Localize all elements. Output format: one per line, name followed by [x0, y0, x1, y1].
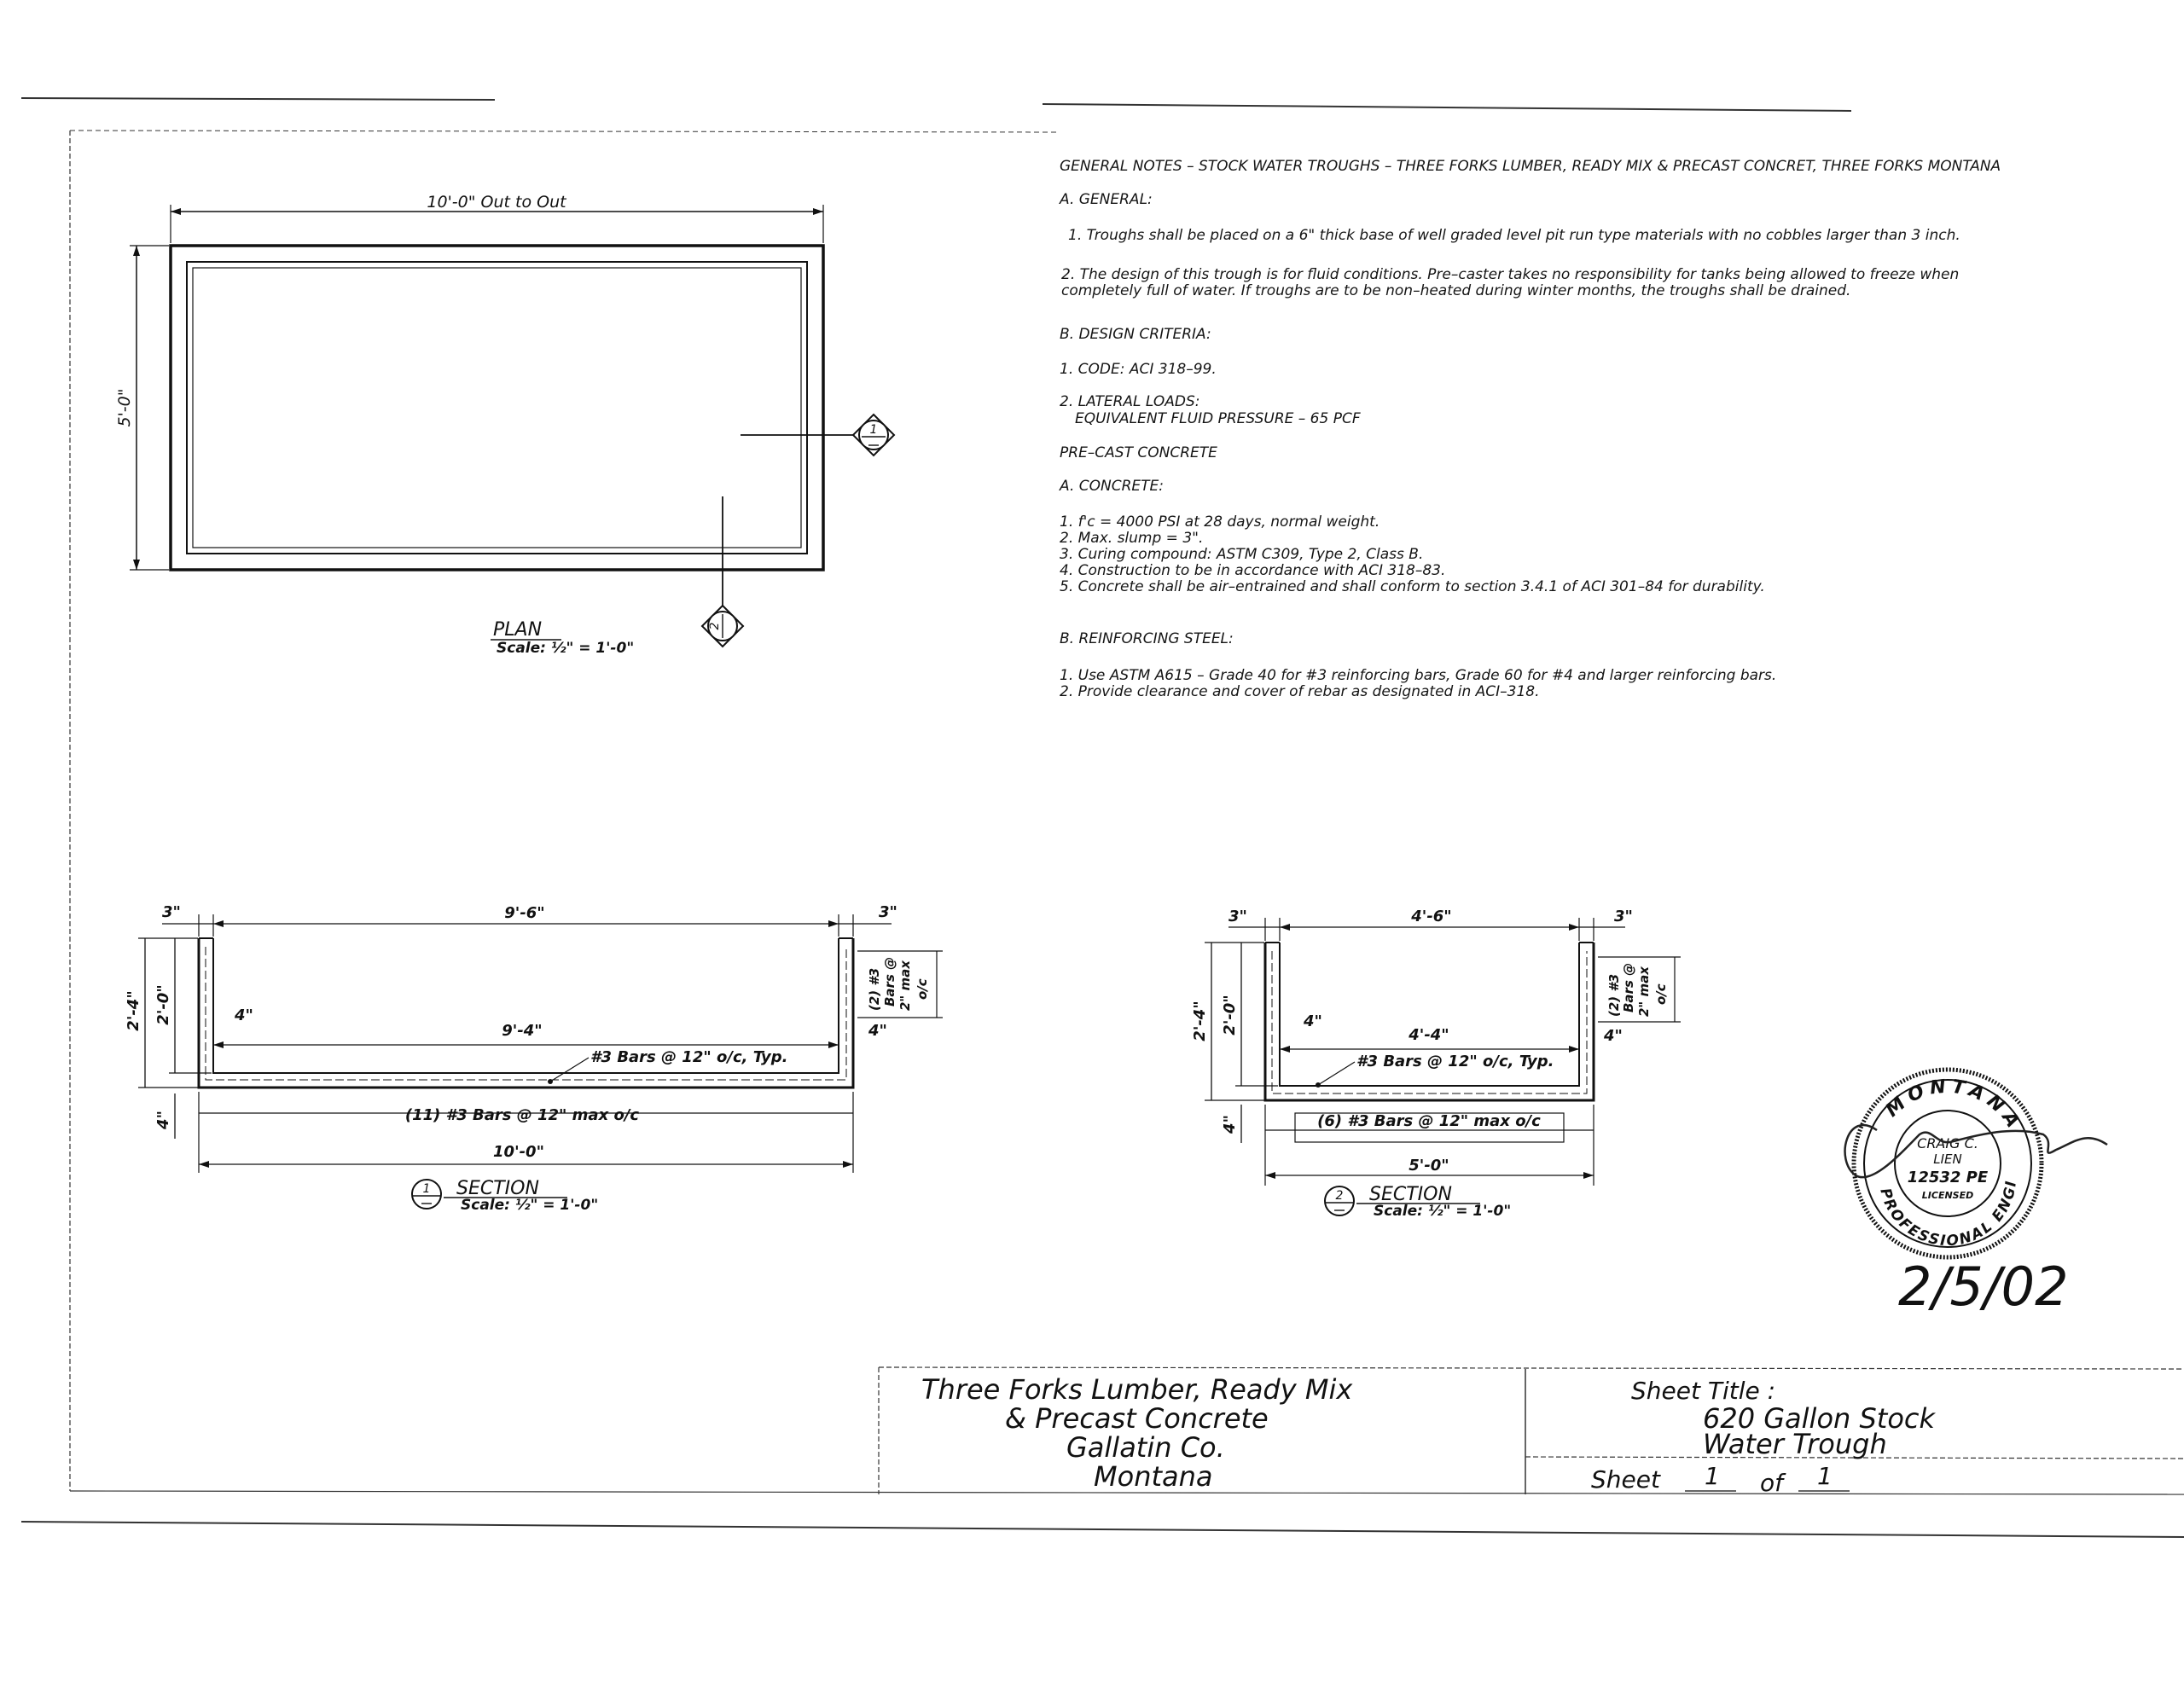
section-1-base-dim: 4" [154, 1111, 172, 1130]
notes-design-1: 1. CODE: ACI 318–99. [1060, 361, 1217, 378]
section-1-right-thick-dim: 4" [868, 1022, 887, 1040]
section-1-trough-outline [197, 938, 855, 1089]
notes-concrete-1: 1. f'c = 4000 PSI at 28 days, normal wei… [1060, 513, 1380, 531]
seal-number: 12532 PE [1908, 1169, 1989, 1186]
section-2-view [1205, 918, 1681, 1186]
signature-date: 2/5/02 [1898, 1256, 2069, 1318]
section-1-bars-typ: #3 Bars @ 12" o/c, Typ. [590, 1048, 787, 1066]
company-line-1: Three Forks Lumber, Ready Mix [921, 1373, 1353, 1406]
notes-design-2b: EQUIVALENT FLUID PRESSURE – 65 PCF [1075, 410, 1361, 427]
seal-name-2: LIEN [1933, 1151, 1961, 1167]
notes-concrete-2: 2. Max. slump = 3". [1060, 530, 1204, 547]
notes-steel-1: 1. Use ASTM A615 – Grade 40 for #3 reinf… [1060, 667, 1777, 684]
notes-precast: PRE–CAST CONCRETE [1060, 444, 1217, 461]
notes-design-2a: 2. LATERAL LOADS: [1060, 393, 1200, 410]
notes-general-2b: completely full of water. If troughs are… [1061, 282, 1851, 299]
section-1-marker-label: 1 [423, 1182, 431, 1196]
plan-title: PLAN [493, 619, 542, 641]
section-2-bottom-bars: (6) #3 Bars @ 12" max o/c [1317, 1112, 1541, 1130]
section-2-scale: Scale: ½" = 1'-0" [1374, 1203, 1511, 1220]
sheet-label: Sheet [1591, 1465, 1660, 1494]
section-2-left-thick-dim: 4" [1303, 1012, 1322, 1030]
section-1-left-wall-dim: 3" [162, 903, 181, 921]
notes-general-1: 1. Troughs shall be placed on a 6" thick… [1068, 227, 1960, 244]
section-2-marker-label: 2 [1336, 1189, 1344, 1203]
notes-a-general: A. GENERAL: [1060, 191, 1153, 208]
sheet-title-line-1: 620 Gallon Stock [1703, 1402, 1936, 1435]
plan-inner-wall [186, 261, 808, 554]
section-2-right-bars-4: o/c [1653, 983, 1669, 1005]
section-2-base-dim: 4" [1221, 1115, 1239, 1134]
section-1-overall-width-dim: 10'-0" [493, 1143, 544, 1161]
section-2-inner-height-dim: 2'-0" [1221, 995, 1239, 1035]
sheet-number: 1 [1705, 1462, 1720, 1490]
section-2-inner-top-dim: 4'-6" [1410, 908, 1451, 925]
section-2-right-bars-1: (2) #3 [1606, 974, 1622, 1017]
section-1-inner-height-dim: 2'-0" [154, 984, 172, 1024]
seal-bottom-text: PROFESSIONAL ENGINEER [0, 0, 2018, 1250]
section-2-overall-width-dim: 5'-0" [1409, 1157, 1449, 1175]
section-2-bars-typ: #3 Bars @ 12" o/c, Typ. [1356, 1053, 1554, 1070]
plan-inner-lip [192, 267, 802, 548]
section-callout-2-icon[interactable]: 2 [700, 604, 745, 648]
notes-concrete-5: 5. Concrete shall be air–entrained and s… [1060, 578, 1765, 595]
plan-view: 10'-0" Out to Out 5'-0" 1 2 PLAN Scale: … [115, 193, 896, 657]
section-2-trough-outline [1263, 943, 1595, 1102]
plan-width-dim: 10'-0" Out to Out [427, 193, 567, 212]
sheet-title-line-2: Water Trough [1703, 1428, 1887, 1460]
company-line-3: Gallatin Co. [1066, 1431, 1225, 1464]
notes-b-steel: B. REINFORCING STEEL: [1060, 630, 1234, 647]
section-2-inner-bottom-dim: 4'-4" [1408, 1026, 1449, 1044]
company-line-4: Montana [1094, 1460, 1213, 1493]
section-1-scale: Scale: ½" = 1'-0" [461, 1197, 598, 1214]
section-1-bottom-bars: (11) #3 Bars @ 12" max o/c [405, 1106, 639, 1124]
sheet-border [20, 97, 2184, 1538]
callout-1-label: 1 [870, 423, 878, 437]
section-1-left-thick-dim: 4" [234, 1006, 253, 1024]
seal-top-text: MONTANA [1882, 1076, 2026, 1135]
section-2-right-bars-3: 2" max [1636, 966, 1652, 1017]
plan-scale: Scale: ½" = 1'-0" [497, 640, 634, 657]
engineer-seal: MONTANA PROFESSIONAL ENGINEER CRAIG C. L… [0, 0, 2108, 1318]
section-callout-1-icon[interactable]: 1 [851, 413, 896, 457]
section-1-title: SECTION [456, 1178, 539, 1199]
section-2-right-bars-2: Bars @ [1621, 963, 1636, 1012]
section-1-inner-bottom-dim: 9'-4" [502, 1022, 542, 1040]
section-2-marker-icon: 2 [1324, 1186, 1355, 1216]
section-1-overall-height-dim: 2'-4" [125, 990, 142, 1030]
sheet-total: 1 [1817, 1462, 1833, 1490]
notes-steel-2: 2. Provide clearance and cover of rebar … [1060, 683, 1540, 700]
notes-a-concrete: A. CONCRETE: [1060, 478, 1164, 495]
section-1-right-wall-dim: 3" [879, 903, 897, 921]
section-1-right-bars-2: Bars @ [882, 957, 897, 1006]
section-1-view [138, 914, 943, 1173]
notes-general-2a: 2. The design of this trough is for flui… [1061, 266, 1960, 283]
callout-2-label: 2 [708, 622, 722, 629]
signature-graphic [1844, 1123, 2108, 1179]
notes-b-design: B. DESIGN CRITERIA: [1060, 326, 1211, 343]
section-2-title: SECTION [1369, 1184, 1452, 1205]
plan-outer-wall [169, 244, 825, 571]
section-2-overall-height-dim: 2'-4" [1191, 1001, 1209, 1041]
section-2-right-thick-dim: 4" [1603, 1027, 1623, 1045]
section-2-left-wall-dim: 3" [1228, 908, 1247, 925]
seal-licensed: LICENSED [1922, 1190, 1973, 1201]
section-1-right-bars-3: 2" max [897, 960, 913, 1011]
section-1-right-bars-4: o/c [915, 978, 930, 1000]
notes-concrete-3: 3. Curing compound: ASTM C309, Type 2, C… [1060, 546, 1424, 563]
plan-height-dim: 5'-0" [115, 389, 134, 427]
sheet-title-label: Sheet Title : [1631, 1377, 1776, 1405]
section-2-right-wall-dim: 3" [1614, 908, 1633, 925]
notes-header: GENERAL NOTES – STOCK WATER TROUGHS – TH… [1060, 158, 2001, 175]
notes-concrete-4: 4. Construction to be in accordance with… [1060, 562, 1446, 579]
section-1-right-bars-1: (2) #3 [867, 968, 882, 1011]
title-block [878, 1366, 2184, 1494]
of-label: of [1760, 1469, 1783, 1497]
section-1-inner-top-dim: 9'-6" [504, 904, 544, 922]
section-1-marker-icon: 1 [411, 1179, 442, 1209]
company-line-2: & Precast Concrete [1005, 1402, 1269, 1435]
